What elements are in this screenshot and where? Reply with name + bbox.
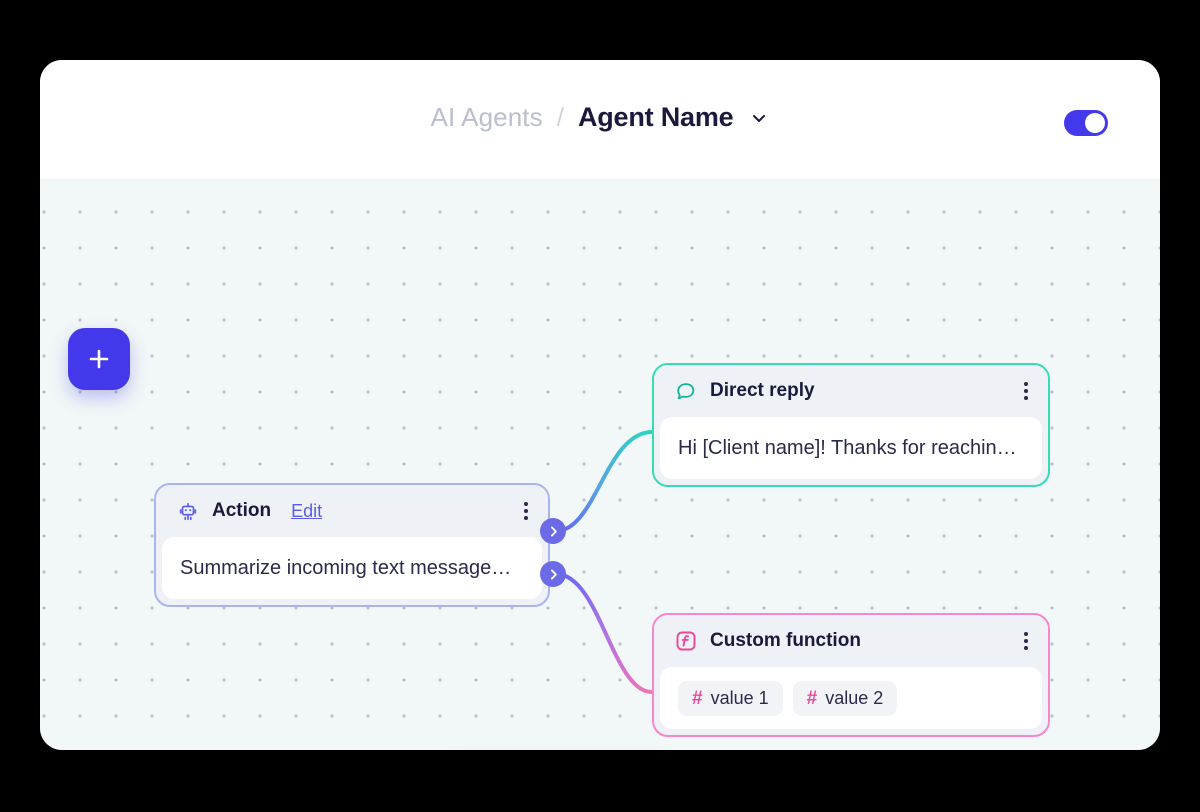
node-direct-reply[interactable]: Direct reply Hi [Client name]! Thanks fo… — [652, 363, 1050, 487]
hash-icon: # — [692, 687, 703, 709]
breadcrumb: AI Agents / Agent Name — [40, 102, 1160, 133]
node-direct-reply-menu-icon[interactable] — [1020, 376, 1032, 406]
node-custom-function-body: # value 1 # value 2 — [660, 667, 1042, 729]
speech-bubble-icon — [674, 379, 698, 403]
node-direct-reply-body[interactable]: Hi [Client name]! Thanks for reachin… — [660, 417, 1042, 479]
value-chip[interactable]: # value 2 — [792, 680, 898, 716]
robot-icon — [176, 499, 200, 523]
hash-icon: # — [806, 687, 818, 709]
add-node-button[interactable] — [68, 328, 130, 390]
node-action-edit-link[interactable]: Edit — [291, 500, 323, 521]
agent-enabled-toggle[interactable] — [1064, 110, 1108, 136]
node-custom-function-menu-icon[interactable] — [1020, 626, 1032, 656]
node-direct-reply-body-text: Hi [Client name]! Thanks for reachin… — [678, 436, 1017, 459]
node-custom-function-header: Custom function — [654, 615, 1048, 667]
node-action-header: Action Edit — [156, 485, 548, 537]
toggle-knob — [1085, 113, 1105, 133]
value-chip-list: # value 1 # value 2 — [678, 680, 898, 716]
app-header: AI Agents / Agent Name — [40, 60, 1160, 180]
node-action-body[interactable]: Summarize incoming text message… — [162, 537, 542, 599]
edge-action-to-direct-reply — [554, 430, 654, 533]
node-direct-reply-header: Direct reply — [654, 365, 1048, 417]
function-icon — [674, 629, 698, 653]
node-action-body-text: Summarize incoming text message… — [180, 556, 512, 579]
plus-icon — [89, 349, 109, 369]
node-action-menu-icon[interactable] — [520, 496, 532, 526]
flow-canvas[interactable]: Action Edit Summarize incoming text mess… — [40, 180, 1160, 750]
node-custom-function[interactable]: Custom function # value 1 # value 2 — [652, 613, 1050, 737]
node-action-output-handle-1[interactable] — [540, 518, 566, 544]
node-direct-reply-title: Direct reply — [710, 380, 815, 401]
value-chip[interactable]: # value 1 — [678, 680, 783, 716]
app-window: AI Agents / Agent Name — [40, 60, 1160, 750]
breadcrumb-current-title: Agent Name — [577, 102, 734, 132]
chevron-down-icon[interactable] — [749, 108, 769, 128]
node-action-output-handle-2[interactable] — [540, 561, 566, 587]
value-chip-label: value 1 — [710, 687, 769, 708]
edge-action-to-custom-function — [554, 572, 654, 694]
breadcrumb-separator: / — [556, 102, 564, 132]
value-chip-label: value 2 — [825, 687, 884, 708]
chevron-right-icon — [550, 569, 557, 579]
chevron-right-icon — [550, 526, 557, 536]
breadcrumb-parent-link[interactable]: AI Agents — [430, 102, 543, 132]
node-action-title: Action — [212, 500, 272, 521]
node-custom-function-title: Custom function — [710, 630, 861, 651]
node-action[interactable]: Action Edit Summarize incoming text mess… — [154, 483, 550, 607]
